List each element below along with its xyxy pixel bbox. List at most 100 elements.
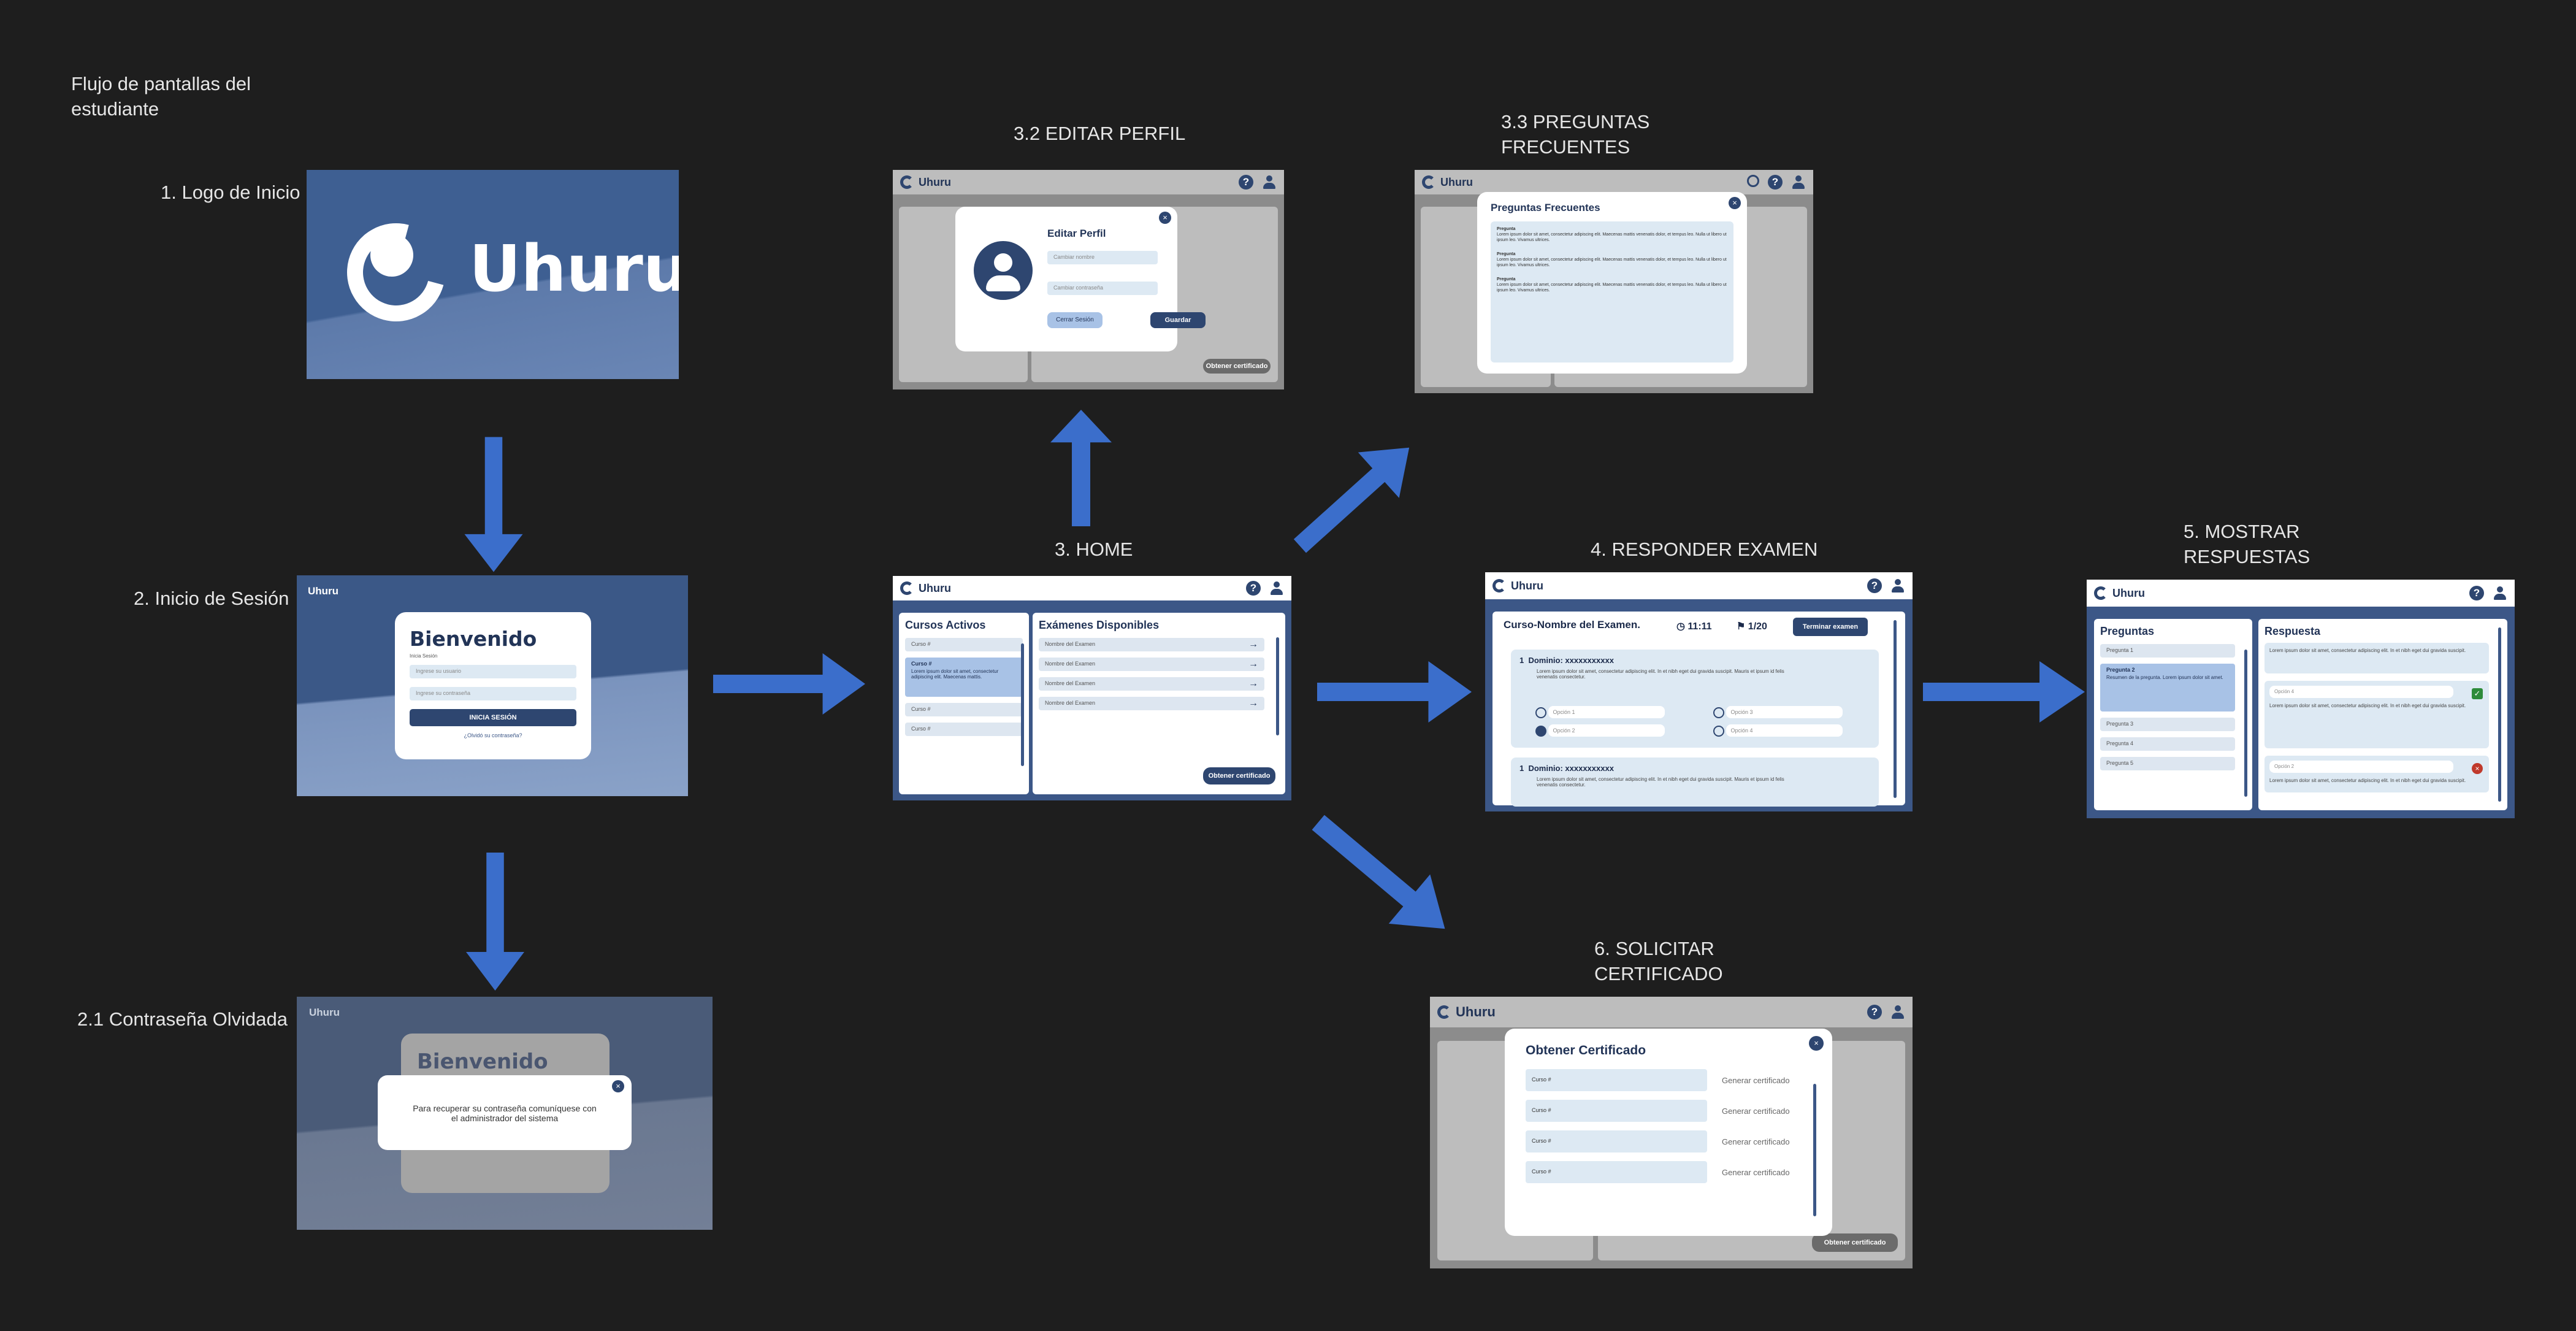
user-icon[interactable] bbox=[1269, 581, 1284, 596]
help-icon[interactable]: ? bbox=[1867, 578, 1882, 593]
faq-answer: Lorem ipsum dolor sit amet, consectetur … bbox=[1497, 283, 1727, 293]
faq-question[interactable]: Pregunta bbox=[1497, 277, 1516, 282]
faq-list: Pregunta Lorem ipsum dolor sit amet, con… bbox=[1491, 221, 1733, 362]
login-button[interactable]: INICIA SESIÓN bbox=[410, 709, 576, 726]
option-3[interactable]: Opción 3 bbox=[1713, 706, 1843, 718]
exam-item[interactable]: Nombre del Examen→ bbox=[1039, 697, 1264, 710]
generate-certificate-link[interactable]: Generar certificado bbox=[1722, 1106, 1790, 1116]
logo-icon bbox=[2094, 586, 2108, 600]
certificate-row: Curso #Generar certificado bbox=[1526, 1161, 1811, 1183]
user-icon[interactable] bbox=[1791, 175, 1806, 190]
user-icon[interactable] bbox=[2493, 586, 2507, 600]
close-icon[interactable]: × bbox=[1159, 212, 1171, 224]
help-icon[interactable]: ? bbox=[1246, 581, 1261, 596]
close-icon[interactable]: × bbox=[1809, 1036, 1824, 1051]
faq-dialog: × Preguntas Frecuentes Pregunta Lorem ip… bbox=[1477, 192, 1747, 374]
help-icon[interactable]: ? bbox=[1867, 1005, 1882, 1019]
course-item[interactable]: Curso # bbox=[905, 723, 1023, 736]
label-edit-profile: 3.2 EDITAR PERFIL bbox=[1014, 123, 1186, 144]
answer-explanation: Lorem ipsum dolor sit amet, consectetur … bbox=[2269, 778, 2466, 783]
scrollbar[interactable] bbox=[1894, 620, 1897, 798]
name-input[interactable]: Cambiar nombre bbox=[1047, 251, 1158, 264]
logo-icon bbox=[1437, 1005, 1451, 1019]
label-home: 3. HOME bbox=[1055, 539, 1133, 560]
end-exam-button[interactable]: Terminar examen bbox=[1793, 618, 1868, 636]
question-domain: Dominio: xxxxxxxxxxx bbox=[1528, 656, 1614, 665]
arrow-home-to-profile bbox=[1050, 410, 1112, 526]
cross-icon: × bbox=[2472, 763, 2483, 774]
option-2[interactable]: Opción 2 bbox=[1535, 724, 1665, 737]
scrollbar[interactable] bbox=[1276, 637, 1279, 735]
help-icon[interactable]: ? bbox=[1768, 175, 1783, 190]
course-item-selected[interactable]: Curso #Lorem ipsum dolor sit amet, conse… bbox=[905, 658, 1023, 697]
question-item[interactable]: Pregunta 3 bbox=[2100, 718, 2235, 731]
question-card: 1 Dominio: xxxxxxxxxxx Lorem ipsum dolor… bbox=[1511, 758, 1879, 807]
label-logo: 1. Logo de Inicio bbox=[161, 182, 300, 203]
answer-title: Respuesta bbox=[2265, 625, 2321, 637]
save-button[interactable]: Guardar bbox=[1150, 312, 1206, 328]
exams-panel: Exámenes Disponibles Nombre del Examen→ … bbox=[1033, 613, 1285, 794]
label-certificate: 6. SOLICITAR CERTIFICADO bbox=[1594, 938, 1723, 984]
scrollbar[interactable] bbox=[2498, 627, 2501, 802]
questions-title: Preguntas bbox=[2100, 625, 2155, 637]
screen-certificate: Uhuru? Obtener certificado × Obtener Cer… bbox=[1430, 997, 1913, 1268]
app-brand: Uhuru bbox=[1511, 579, 1543, 592]
generate-certificate-link[interactable]: Generar certificado bbox=[1722, 1137, 1790, 1146]
help-icon[interactable]: ? bbox=[1239, 175, 1253, 190]
screen-faq: Uhuru? × Preguntas Frecuentes Pregunta L… bbox=[1415, 170, 1813, 393]
course-item[interactable]: Curso # bbox=[905, 638, 1023, 651]
brand-name: Uhuru bbox=[469, 231, 679, 306]
logo-icon bbox=[1492, 579, 1506, 593]
scrollbar[interactable] bbox=[1021, 643, 1024, 766]
label-faq: 3.3 PREGUNTAS FRECUENTES bbox=[1501, 111, 1650, 158]
search-icon[interactable] bbox=[1747, 175, 1759, 187]
user-icon[interactable] bbox=[1890, 578, 1905, 593]
generate-certificate-link[interactable]: Generar certificado bbox=[1722, 1075, 1790, 1085]
certificate-title: Obtener Certificado bbox=[1526, 1043, 1646, 1057]
scrollbar[interactable] bbox=[1813, 1084, 1816, 1216]
password-input[interactable]: Cambiar contraseña bbox=[1047, 282, 1158, 295]
username-input[interactable]: Ingrese su usuario bbox=[410, 665, 576, 678]
user-icon[interactable] bbox=[1890, 1005, 1905, 1019]
faq-answer: Lorem ipsum dolor sit amet, consectetur … bbox=[1497, 232, 1727, 242]
label-login: 2. Inicio de Sesión bbox=[134, 588, 289, 609]
wrong-option: Opción 2 bbox=[2269, 761, 2453, 773]
exam-item[interactable]: Nombre del Examen→ bbox=[1039, 658, 1264, 671]
app-brand: Uhuru bbox=[1440, 175, 1473, 188]
screen-login: Uhuru Bienvenido Inicia Sesión Ingrese s… bbox=[297, 575, 688, 796]
faq-question[interactable]: Pregunta bbox=[1497, 227, 1516, 231]
password-input[interactable]: Ingrese su contraseña bbox=[410, 687, 576, 700]
login-title-dimmed: Bienvenido bbox=[417, 1049, 548, 1074]
generate-certificate-link[interactable]: Generar certificado bbox=[1722, 1167, 1790, 1177]
course-item[interactable]: Curso # bbox=[905, 703, 1023, 716]
arrow-logo-to-login bbox=[465, 437, 523, 572]
logout-button[interactable]: Cerrar Sesión bbox=[1047, 312, 1103, 328]
option-1[interactable]: Opción 1 bbox=[1535, 706, 1665, 718]
avatar bbox=[974, 241, 1033, 300]
get-certificate-button[interactable]: Obtener certificado bbox=[1203, 767, 1275, 784]
close-icon[interactable]: × bbox=[1729, 197, 1741, 209]
screen-exam: Uhuru? Curso-Nombre del Examen. ◷ 11:11 … bbox=[1485, 572, 1913, 811]
logo-icon bbox=[1422, 175, 1435, 189]
forgot-password-dialog: × Para recuperar su contraseña comuníque… bbox=[378, 1075, 632, 1150]
user-icon[interactable] bbox=[1262, 175, 1277, 190]
faq-question[interactable]: Pregunta bbox=[1497, 252, 1516, 256]
question-item[interactable]: Pregunta 1 bbox=[2100, 644, 2235, 658]
close-icon[interactable]: × bbox=[612, 1080, 624, 1092]
exam-item[interactable]: Nombre del Examen→ bbox=[1039, 677, 1264, 691]
help-icon[interactable]: ? bbox=[2469, 586, 2484, 600]
answer-card-correct: Opción 4 ✓ Lorem ipsum dolor sit amet, c… bbox=[2265, 681, 2489, 748]
option-4[interactable]: Opción 4 bbox=[1713, 724, 1843, 737]
question-item[interactable]: Pregunta 5 bbox=[2100, 757, 2235, 770]
forgot-password-link[interactable]: ¿Olvidó su contraseña? bbox=[464, 732, 522, 738]
certificate-row: Curso #Generar certificado bbox=[1526, 1100, 1811, 1122]
exam-item[interactable]: Nombre del Examen→ bbox=[1039, 638, 1264, 651]
label-exam: 4. RESPONDER EXAMEN bbox=[1591, 539, 1818, 560]
exams-title: Exámenes Disponibles bbox=[1039, 619, 1160, 631]
logo-icon bbox=[900, 175, 914, 189]
login-card: Bienvenido Inicia Sesión Ingrese su usua… bbox=[395, 612, 591, 759]
exam-panel: Curso-Nombre del Examen. ◷ 11:11 ⚑ 1/20 … bbox=[1492, 612, 1905, 807]
question-item[interactable]: Pregunta 4 bbox=[2100, 737, 2235, 751]
scrollbar[interactable] bbox=[2244, 650, 2247, 797]
